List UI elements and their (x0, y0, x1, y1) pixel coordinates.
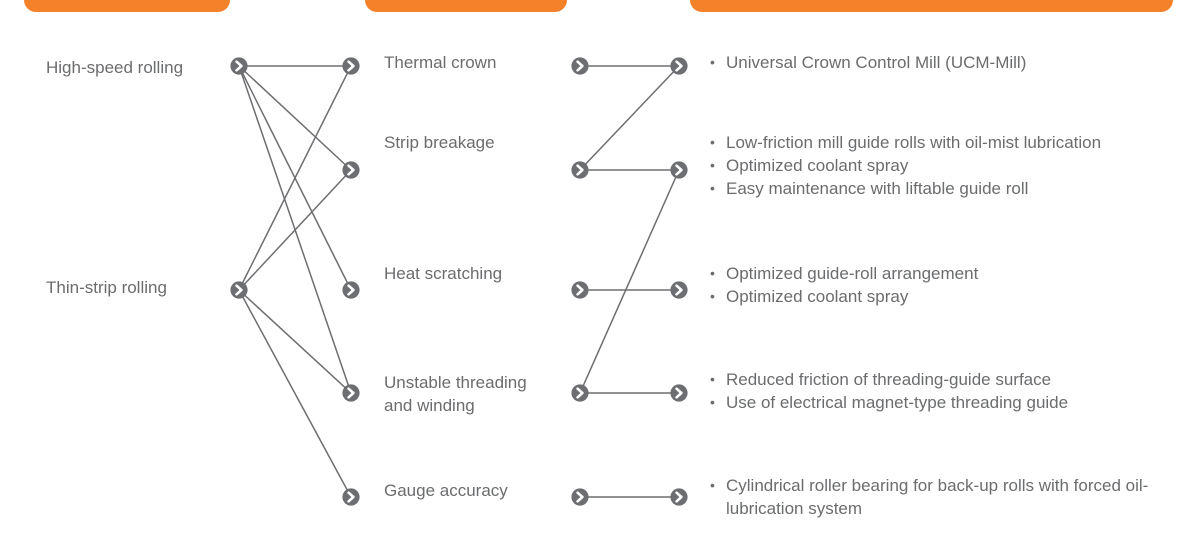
connector-line (238, 169, 352, 291)
bullet-icon: • (710, 180, 715, 196)
solution-item: • Easy maintenance with liftable guide ro… (710, 177, 1200, 200)
solution-list-5: • Cylindrical roller bearing for back-up … (710, 474, 1200, 520)
solution-text: Optimized coolant spray (726, 287, 909, 306)
category-label-high-speed-rolling: High-speed rolling (46, 58, 184, 77)
chevron-right-node-icon (342, 57, 360, 75)
chevron-right-node-icon (571, 281, 589, 299)
solution-item: • Use of electrical magnet-type threading… (710, 391, 1200, 414)
header-bar-1 (24, 0, 230, 12)
category-label-thin-strip-rolling: Thin-strip rolling (46, 278, 167, 297)
solution-item: • Optimized guide-roll arrangement (710, 262, 1200, 285)
solution-text: Low-friction mill guide rolls with oil-m… (726, 133, 1102, 152)
solution-text: Reduced friction of threading-guide surf… (726, 370, 1052, 389)
solution-text: Use of electrical magnet-type threading … (726, 393, 1069, 412)
header-bar-2 (365, 0, 567, 12)
chevron-right-node-icon (571, 488, 589, 506)
chevron-right-node-icon (230, 57, 248, 75)
chevron-right-node-icon (670, 57, 688, 75)
bullet-icon: • (710, 371, 715, 387)
chevron-right-node-icon (670, 488, 688, 506)
problem-label-gauge-accuracy: Gauge accuracy (384, 481, 508, 500)
bullet-icon: • (710, 265, 715, 281)
chevron-right-node-icon (230, 281, 248, 299)
solution-item: • Cylindrical roller bearing for back-up … (710, 474, 1200, 520)
solution-list-2: • Low-friction mill guide rolls with oil-… (710, 131, 1200, 200)
connector-line (579, 65, 680, 171)
solution-item: • Optimized coolant spray (710, 285, 1200, 308)
chevron-right-node-icon (670, 384, 688, 402)
connector-line (238, 65, 352, 171)
chevron-right-node-icon (342, 281, 360, 299)
solution-list-3: • Optimized guide-roll arrangement • Optimi… (710, 262, 1200, 308)
bullet-icon: • (710, 157, 715, 173)
problem-label-heat-scratching: Heat scratching (384, 264, 503, 283)
solution-list-4: • Reduced friction of threading-guide sur… (710, 368, 1200, 414)
chevron-right-node-icon (571, 384, 589, 402)
solution-text: Universal Crown Control Mill (UCM-Mill) (726, 53, 1027, 72)
chevron-right-node-icon (342, 488, 360, 506)
connector-line (579, 169, 680, 394)
chevron-right-node-icon (670, 161, 688, 179)
solution-item: • Optimized coolant spray (710, 154, 1200, 177)
solution-text: Optimized coolant spray (726, 156, 909, 175)
solution-item: • Reduced friction of threading-guide sur… (710, 368, 1200, 391)
connector-line (238, 289, 352, 498)
connector-line (238, 289, 352, 394)
bullet-icon: • (710, 134, 715, 150)
bullet-icon: • (710, 54, 715, 70)
solution-text: Optimized guide-roll arrangement (726, 264, 979, 283)
bullet-icon: • (710, 477, 715, 493)
problem-label-unstable-threading: Unstable threading and winding (384, 373, 527, 415)
connector-line (238, 65, 352, 291)
solution-list-1: • Universal Crown Control Mill (UCM-Mill) (710, 51, 1200, 74)
chevron-right-node-icon (670, 281, 688, 299)
solution-item: • Low-friction mill guide rolls with oil-… (710, 131, 1200, 154)
bullet-icon: • (710, 288, 715, 304)
problem-label-strip-breakage: Strip breakage (384, 133, 495, 152)
chevron-right-node-icon (571, 57, 589, 75)
chevron-right-node-icon (342, 161, 360, 179)
bullet-icon: • (710, 394, 715, 410)
solution-text: Cylindrical roller bearing for back-up r… (726, 476, 1149, 518)
solution-item: • Universal Crown Control Mill (UCM-Mill) (710, 51, 1200, 74)
header-bar-3 (690, 0, 1173, 12)
chevron-right-node-icon (571, 161, 589, 179)
solution-text: Easy maintenance with liftable guide rol… (726, 179, 1029, 198)
problem-label-thermal-crown: Thermal crown (384, 53, 497, 72)
chevron-right-node-icon (342, 384, 360, 402)
